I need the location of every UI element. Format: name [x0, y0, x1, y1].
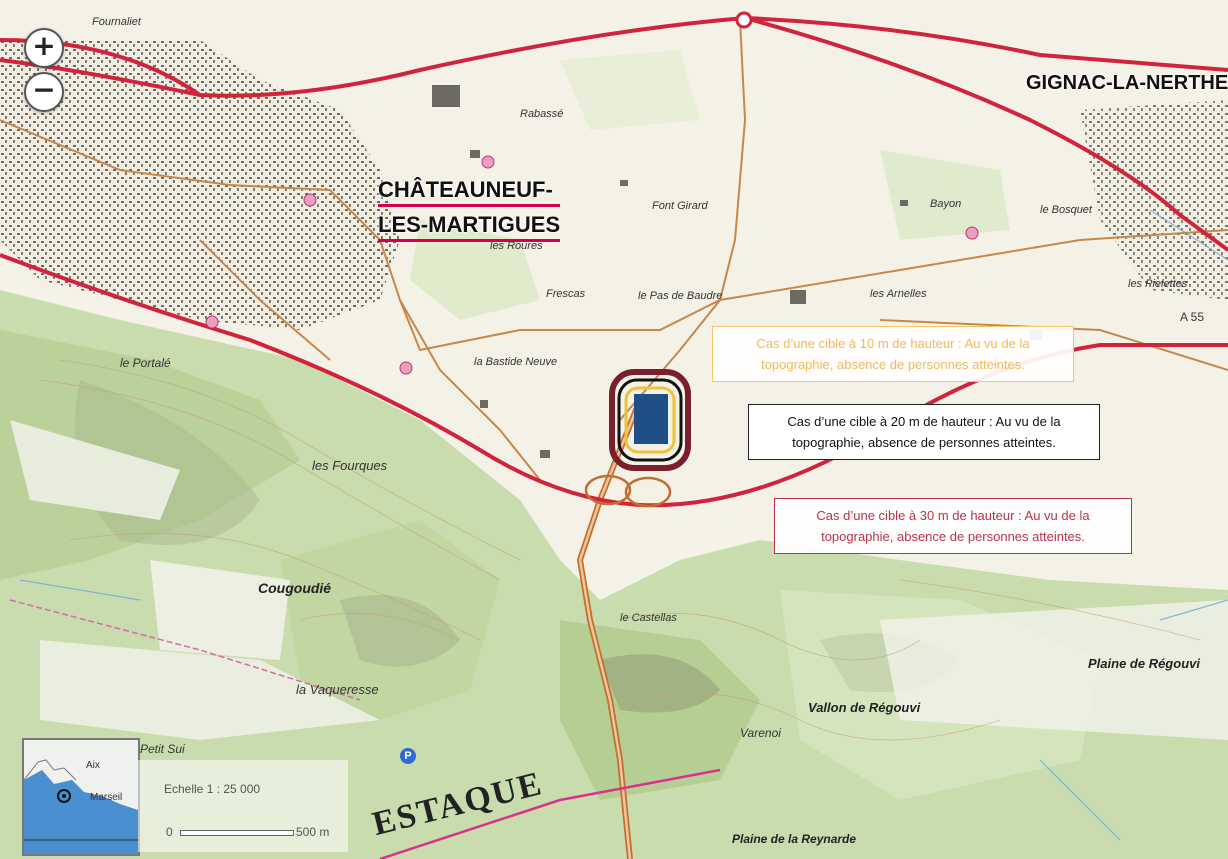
place-label-vaqueresse: la Vaqueresse	[296, 682, 379, 697]
place-label-castellas: le Castellas	[620, 612, 677, 624]
callout-20m: Cas d’une cible à 20 m de hauteur : Au v…	[748, 404, 1100, 460]
place-label-line-1: CHÂTEAUNEUF-	[378, 176, 561, 207]
place-label-cougoudie: Cougoudié	[258, 580, 332, 596]
scale-start: 0	[166, 825, 173, 839]
place-label-gignac: GIGNAC-LA-NERTHE	[1026, 72, 1228, 94]
scale-end: 500 m	[296, 825, 330, 839]
place-label-fournaliet: Fournaliet	[92, 16, 141, 28]
road-label-a55: A 55	[1180, 310, 1205, 324]
zoom-out-button[interactable]: −	[24, 72, 64, 112]
place-label-pielettes: les Pielettes	[1128, 278, 1188, 290]
callout-30m: Cas d’une cible à 30 m de hauteur : Au v…	[774, 498, 1132, 554]
place-label-arnelles: les Arnelles	[870, 288, 927, 300]
callout-10m: Cas d’une cible à 10 m de hauteur : Au v…	[712, 326, 1074, 382]
zoom-in-button[interactable]: +	[24, 28, 64, 68]
place-label-rabasse: Rabassé	[520, 108, 564, 120]
place-label-bosquet: le Bosquet	[1040, 204, 1092, 216]
place-label-bayon: Bayon	[930, 198, 962, 210]
place-label-varenoi: Varenoi	[740, 726, 781, 740]
scale-bar	[180, 830, 294, 836]
inset-map-graphic	[24, 740, 138, 854]
place-label-roures: les Roures	[490, 240, 543, 252]
place-label-font-girard: Font Girard	[652, 200, 708, 212]
place-label-chateauneuf: CHÂTEAUNEUF- LES-MARTIGUES	[378, 176, 561, 246]
place-label-line-2: LES-MARTIGUES	[378, 211, 561, 242]
scale-label: Echelle 1 : 25 000	[164, 782, 261, 796]
inset-label-aix: Aix	[86, 760, 100, 771]
overview-inset-map[interactable]: Aix Marseil	[22, 738, 140, 856]
inset-label-marseille: Marseil	[90, 792, 123, 803]
place-label-frescas: Frescas	[546, 288, 586, 300]
parking-icon: P	[400, 748, 416, 764]
place-label-plaine-regouvi: Plaine de Régouvi	[1088, 656, 1200, 671]
place-label-plaine-reynarde: Plaine de la Reynarde	[732, 832, 857, 846]
scale-panel	[138, 760, 348, 852]
place-label-vallon: Vallon de Régouvi	[808, 700, 921, 715]
place-label-portale: le Portalé	[120, 356, 171, 370]
place-label-bastide-neuve: la Bastide Neuve	[474, 356, 558, 368]
place-label-fourques: les Fourques	[312, 458, 388, 473]
place-label-petit-sui: Petit Sui	[140, 742, 185, 756]
place-label-pas-baudre: le Pas de Baudre	[638, 290, 723, 302]
